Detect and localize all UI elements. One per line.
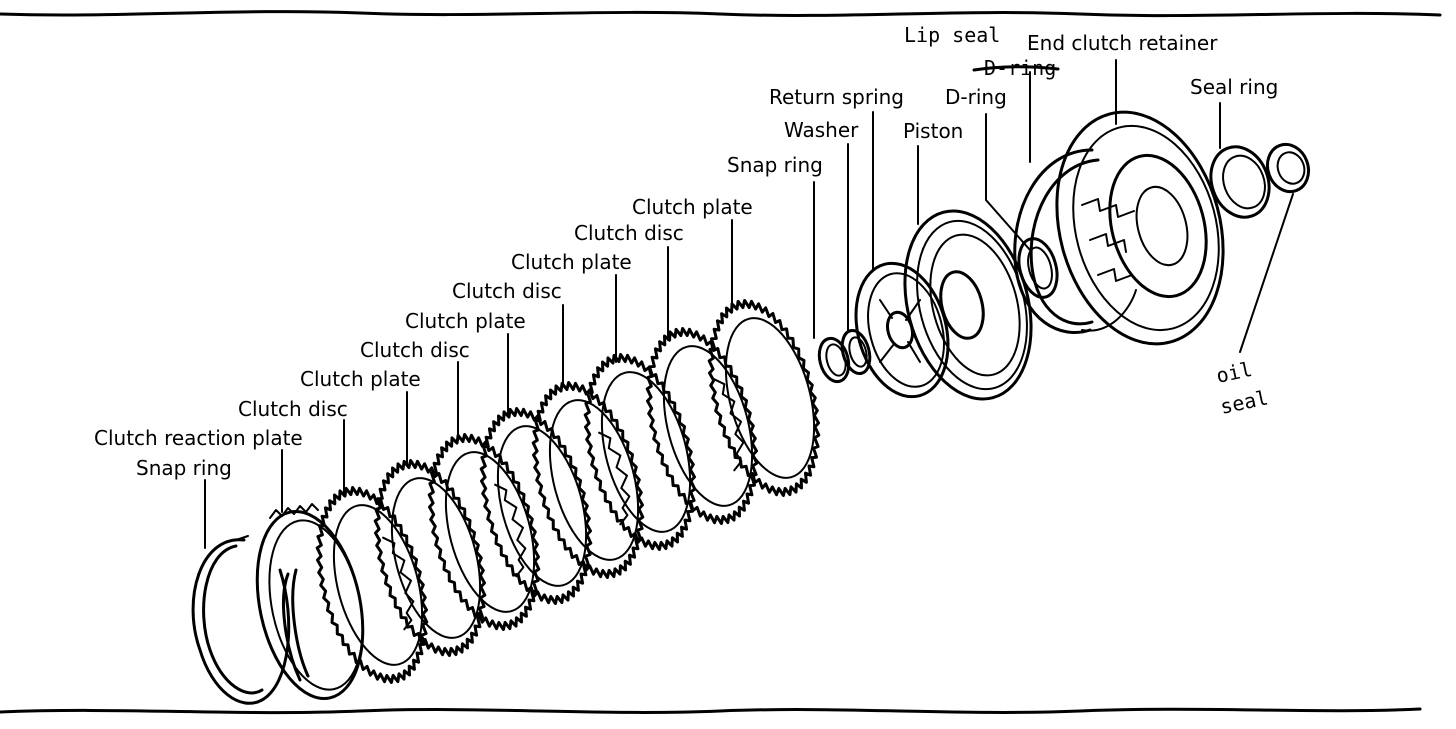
label-oil-seal-line2: seal [1218, 385, 1270, 418]
clutch-disc-2-friction-groove [494, 483, 527, 578]
clutch-reaction-plate [255, 503, 365, 701]
piston [903, 209, 1033, 401]
label-clutch-disc-2: Clutch disc [360, 338, 470, 362]
label-piston: Piston [903, 119, 963, 143]
lip-seal [1013, 148, 1100, 334]
label-clutch-plate-2: Clutch plate [405, 309, 526, 333]
bottom-border [0, 707, 1422, 715]
clutch-plate-1-edge [373, 459, 487, 657]
d-ring [1017, 237, 1059, 299]
clutch-disc-3-edge [531, 381, 645, 579]
clutch-disc-3 [531, 381, 645, 579]
clutch-disc-2-bore [444, 451, 536, 613]
clutch-plate-2 [479, 407, 593, 605]
snap-ring-rear [817, 336, 851, 384]
clutch-plate-4 [707, 299, 821, 497]
clutch-plate-2-bore [496, 425, 588, 587]
label-washer: Washer [784, 118, 859, 142]
clutch-pack [315, 299, 821, 684]
clutch-disc-3-bore [548, 399, 640, 561]
label-oil-seal-line1: oil [1214, 357, 1254, 388]
clutch-disc-4-edge [645, 327, 759, 525]
label-lip-seal: Lip seal [904, 23, 1000, 47]
clutch-disc-1-edge [315, 486, 429, 684]
clutch-plate-4-bore [724, 317, 816, 479]
clutch-plate-3-edge [583, 353, 697, 551]
clutch-disc-2 [427, 433, 541, 631]
label-clutch-disc-1: Clutch disc [238, 397, 348, 421]
label-snap-ring-rear: Snap ring [727, 153, 823, 177]
top-border [0, 10, 1442, 18]
clutch-disc-4 [645, 327, 759, 525]
seal-ring [1209, 145, 1271, 219]
strike-through [972, 65, 1060, 72]
clutch-plate-4-edge [707, 299, 821, 497]
clutch-disc-3-friction-groove [598, 431, 631, 526]
label-return-spring: Return spring [769, 85, 904, 109]
clutch-plate-3 [583, 353, 697, 551]
label-clutch-plate-4: Clutch plate [632, 195, 753, 219]
label-seal-ring: Seal ring [1190, 75, 1278, 99]
label-clutch-disc-4: Clutch disc [574, 221, 684, 245]
label-d-ring: D-ring [945, 85, 1007, 109]
clutch-plate-1 [373, 459, 487, 657]
clutch-plate-2-edge [479, 407, 593, 605]
label-clutch-plate-3: Clutch plate [511, 250, 632, 274]
leader-lines [204, 59, 1294, 549]
oil-seal [1265, 142, 1311, 194]
label-end-clutch-retainer: End clutch retainer [1027, 31, 1218, 55]
label-snap-ring-front: Snap ring [136, 456, 232, 480]
clutch-disc-2-edge [427, 433, 541, 631]
clutch-plate-1-bore [390, 477, 482, 639]
return-spring [854, 261, 950, 399]
label-clutch-reaction-plate: Clutch reaction plate [94, 426, 303, 450]
washer [840, 328, 872, 376]
clutch-disc-1-bore [332, 504, 424, 666]
clutch-disc-4-bore [662, 345, 754, 507]
label-clutch-disc-3: Clutch disc [452, 279, 562, 303]
clutch-plate-3-bore [600, 371, 692, 533]
end-clutch-retainer [1055, 110, 1225, 346]
label-clutch-plate-1: Clutch plate [300, 367, 421, 391]
